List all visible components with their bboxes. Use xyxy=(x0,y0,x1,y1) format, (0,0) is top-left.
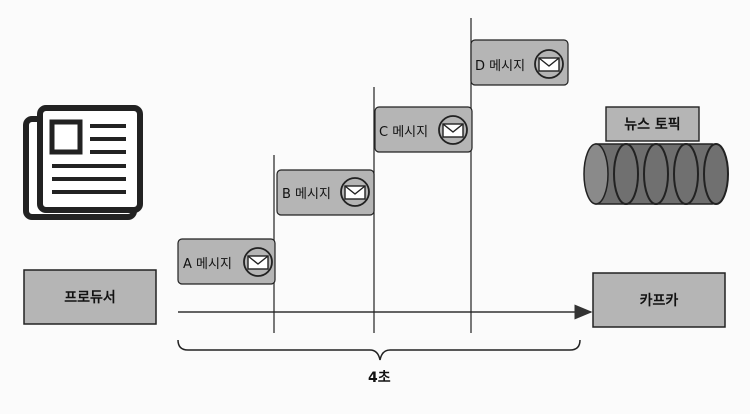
message-label-b: B 메시지 xyxy=(282,186,331,202)
duration-brace xyxy=(177,339,581,361)
producer-box xyxy=(23,269,157,325)
envelope-icon xyxy=(340,177,370,207)
duration-label: 4초 xyxy=(368,370,391,386)
kafka-label: 카프카 xyxy=(639,293,679,309)
storage-cylinder-icon xyxy=(583,143,729,205)
envelope-icon xyxy=(243,247,273,277)
envelope-icon xyxy=(438,115,468,145)
newspaper-icon xyxy=(23,105,143,220)
producer-label: 프로듀서 xyxy=(64,290,116,306)
message-label-a: A 메시지 xyxy=(183,256,232,272)
topic-label-box xyxy=(605,106,700,142)
message-label-d: D 메시지 xyxy=(475,58,526,74)
kafka-box xyxy=(592,272,726,328)
topic-label: 뉴스 토픽 xyxy=(624,117,681,133)
envelope-icon xyxy=(534,49,564,79)
message-label-c: C 메시지 xyxy=(379,124,429,140)
